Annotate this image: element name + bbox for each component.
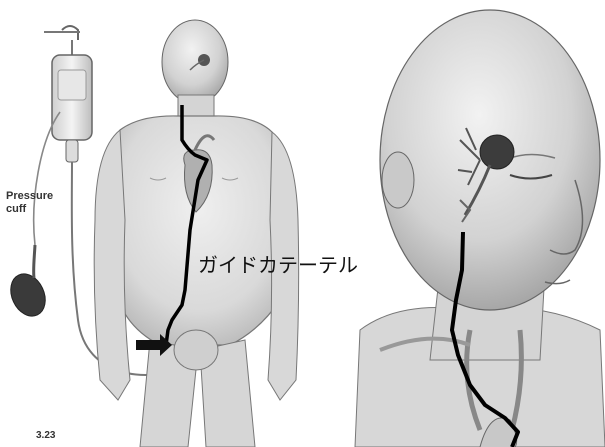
body-head: [162, 20, 228, 104]
human-body-figure: [94, 20, 298, 447]
aneurysm: [480, 135, 514, 169]
pressure-cuff-label: Pressure cuff: [6, 190, 53, 216]
head-closeup-figure: [355, 10, 605, 447]
pressure-cuff-label-line2: cuff: [6, 203, 53, 216]
guide-catheter-label: ガイドカテーテル: [198, 253, 358, 277]
figure-number: 3.23: [36, 430, 55, 441]
cuff-bulb: [4, 268, 52, 321]
pressure-cuff-label-line1: Pressure: [6, 190, 53, 203]
